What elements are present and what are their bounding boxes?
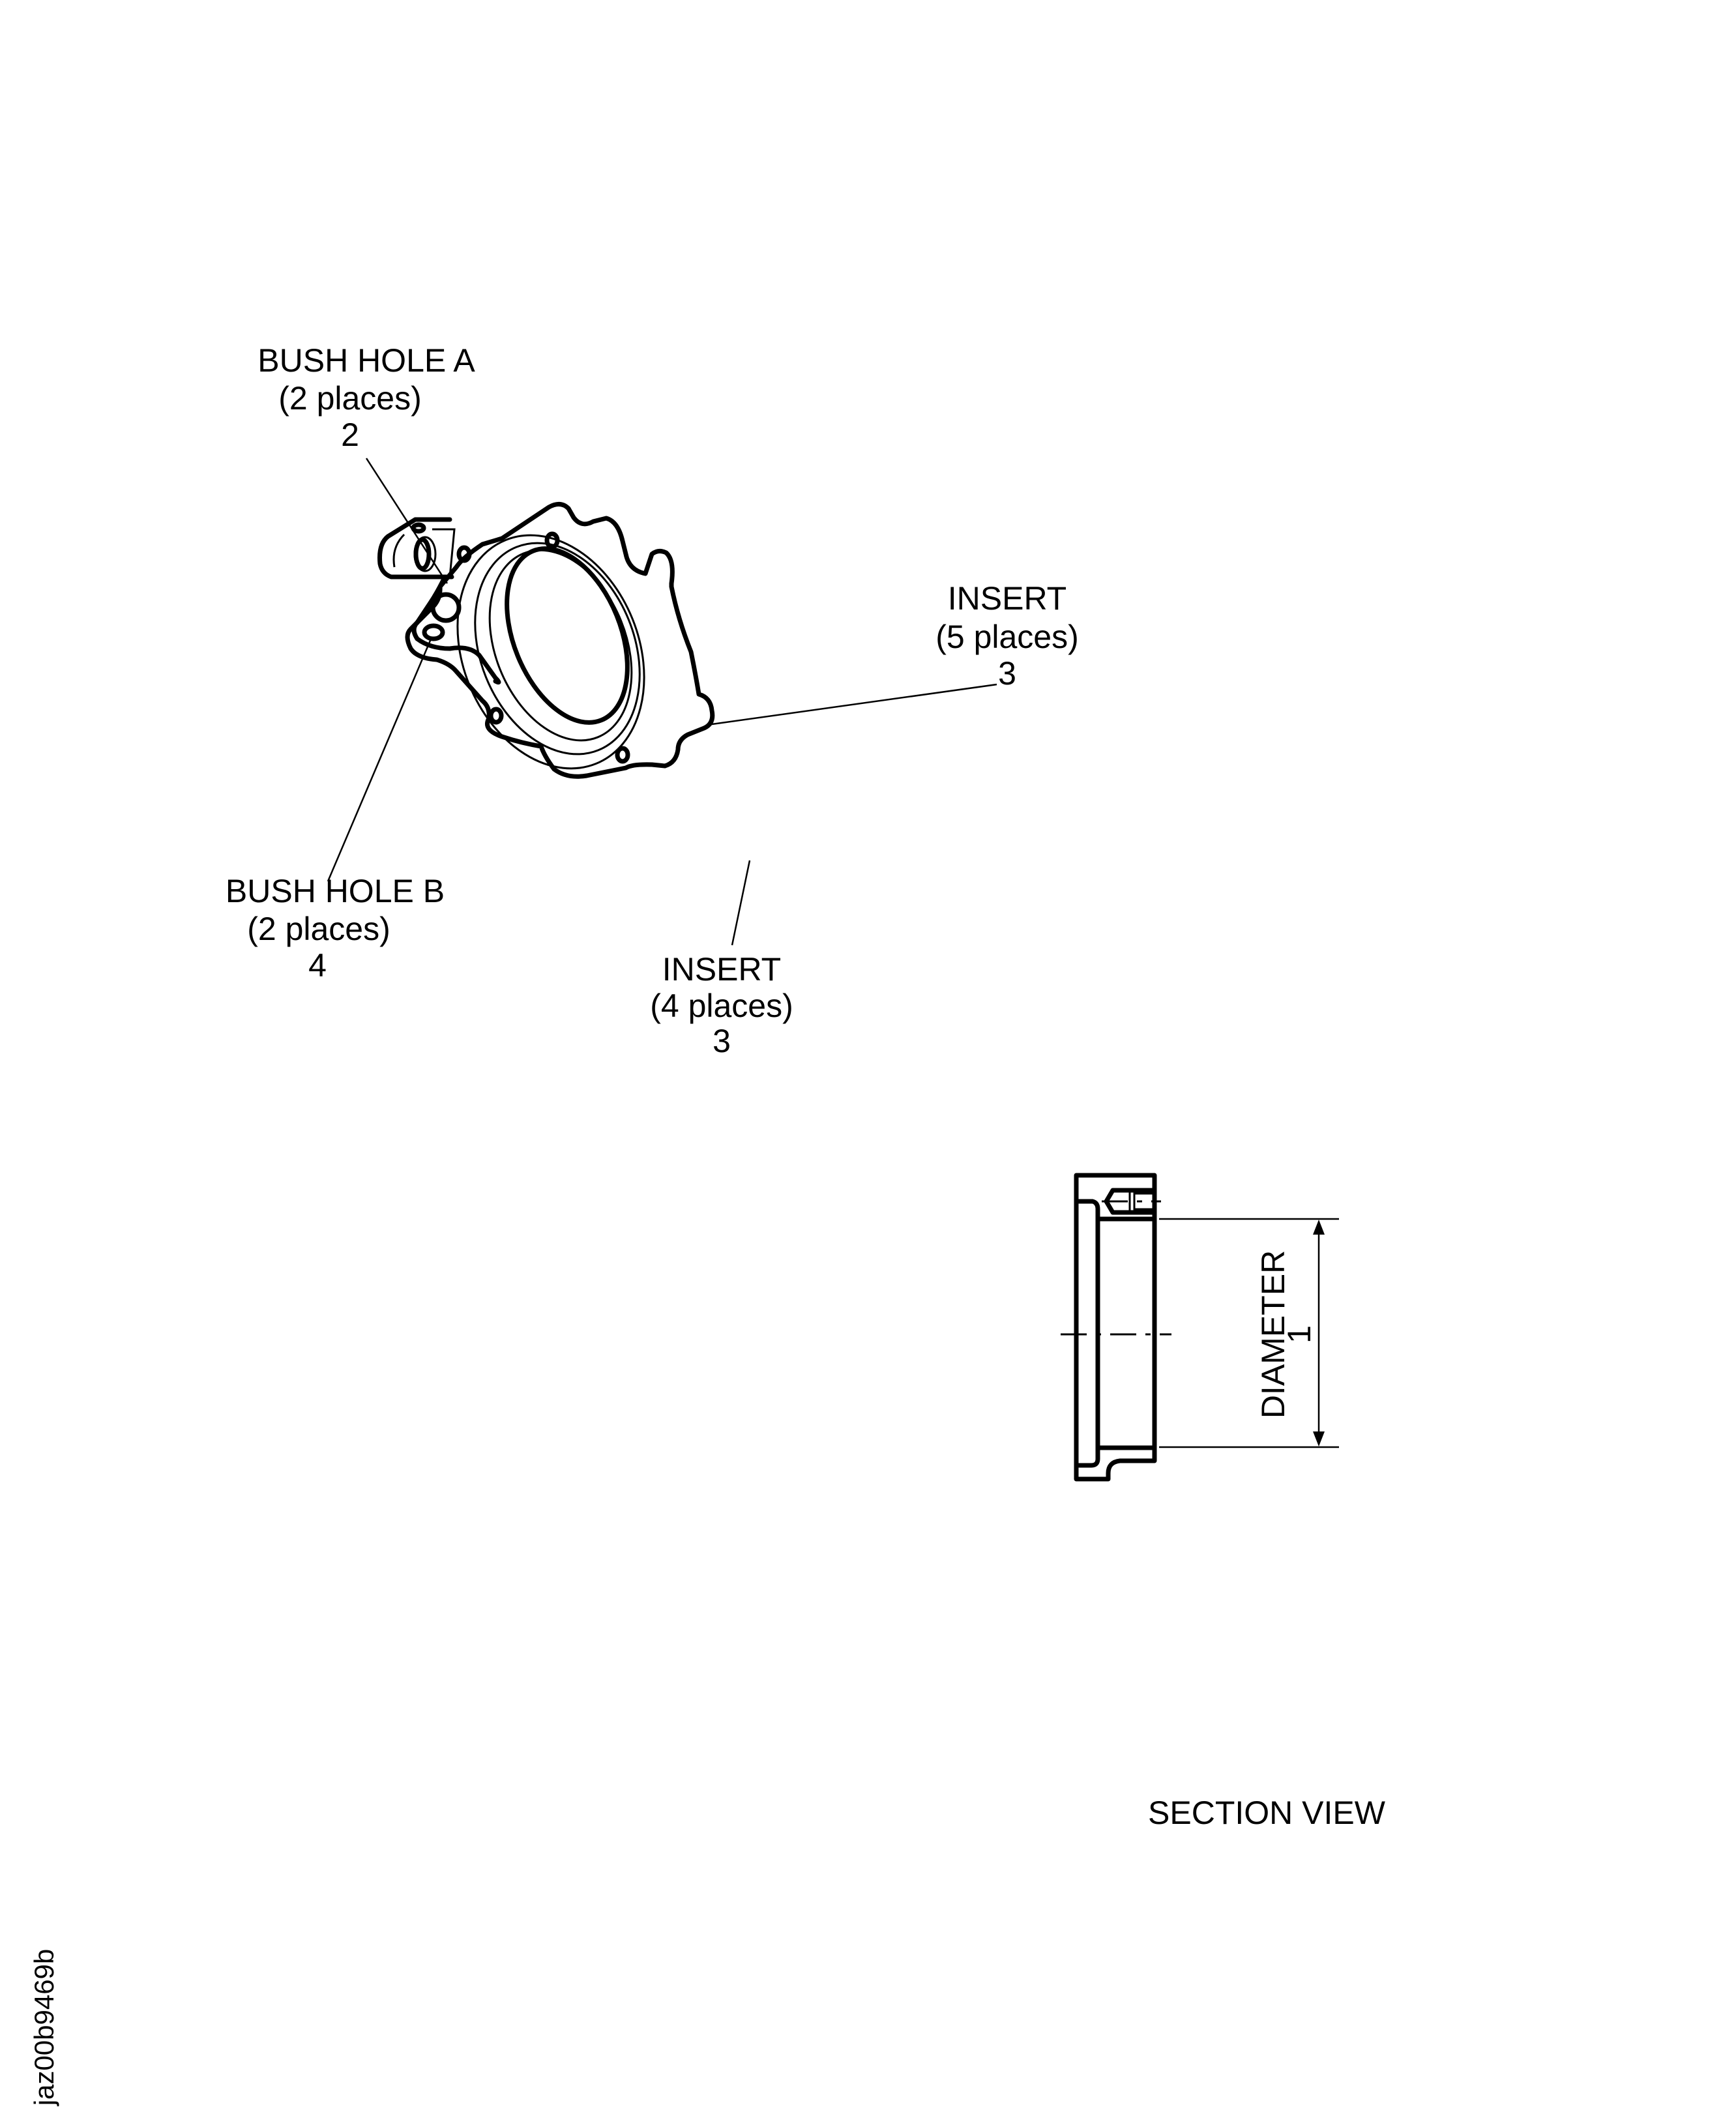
callout-ref: 4 (308, 947, 327, 984)
insert-hole (615, 746, 630, 764)
callout-insert-bottom: INSERT (4 places) 3 (650, 951, 793, 1059)
callout-ref: 3 (998, 655, 1016, 692)
flange-ring-inner (474, 542, 641, 755)
leader-bush-hole-a (365, 458, 449, 584)
section-outline (1074, 1173, 1157, 1482)
callout-bush-hole-b: BUSH HOLE B (2 places) 4 (226, 873, 445, 984)
flange-bore (505, 546, 630, 725)
callout-bush-hole-a: BUSH HOLE A (2 places) 2 (257, 342, 475, 453)
callout-title: INSERT (662, 951, 781, 988)
insert-hole (488, 707, 504, 725)
figure-id: jaz00b9469b (29, 1949, 59, 2107)
bush-hole-b-2 (422, 623, 445, 641)
lower-bracket (411, 578, 501, 685)
flange-outline (405, 502, 715, 779)
flange-ring-outer (456, 534, 645, 770)
leader-insert-right (707, 683, 997, 726)
section-caption: SECTION VIEW (1148, 1795, 1386, 1831)
leader-bush-hole-b (327, 637, 433, 882)
arrow-down-icon (1313, 1431, 1325, 1446)
callout-title: BUSH HOLE A (257, 342, 475, 379)
callout-title: BUSH HOLE B (226, 873, 445, 909)
flange-drawing (377, 502, 715, 779)
bush-hole-b-1 (430, 592, 462, 623)
callout-ref: 3 (713, 1023, 731, 1059)
bush-hole-a-2 (411, 522, 426, 534)
callout-qty: (2 places) (247, 911, 390, 947)
arrow-up-icon (1313, 1220, 1325, 1235)
bush-hole-a-1-rim (413, 536, 437, 572)
callout-title: INSERT (948, 580, 1067, 617)
dimension-label: DIAMETER (1255, 1250, 1291, 1418)
leader-insert-bottom (731, 860, 751, 946)
callout-qty: (2 places) (278, 380, 422, 417)
callout-ref: 2 (341, 417, 359, 453)
section-view: DIAMETER 1 SECTION VIEW (1061, 1173, 1386, 1831)
callout-qty: (4 places) (650, 988, 793, 1024)
callout-qty: (5 places) (935, 619, 1079, 655)
insert-hole (456, 545, 472, 563)
dimension-ref: 1 (1281, 1325, 1317, 1343)
insert-hole (544, 531, 560, 550)
bracket-lug (392, 528, 456, 578)
callout-insert-right: INSERT (5 places) 3 (935, 580, 1079, 692)
bracket (377, 517, 454, 579)
